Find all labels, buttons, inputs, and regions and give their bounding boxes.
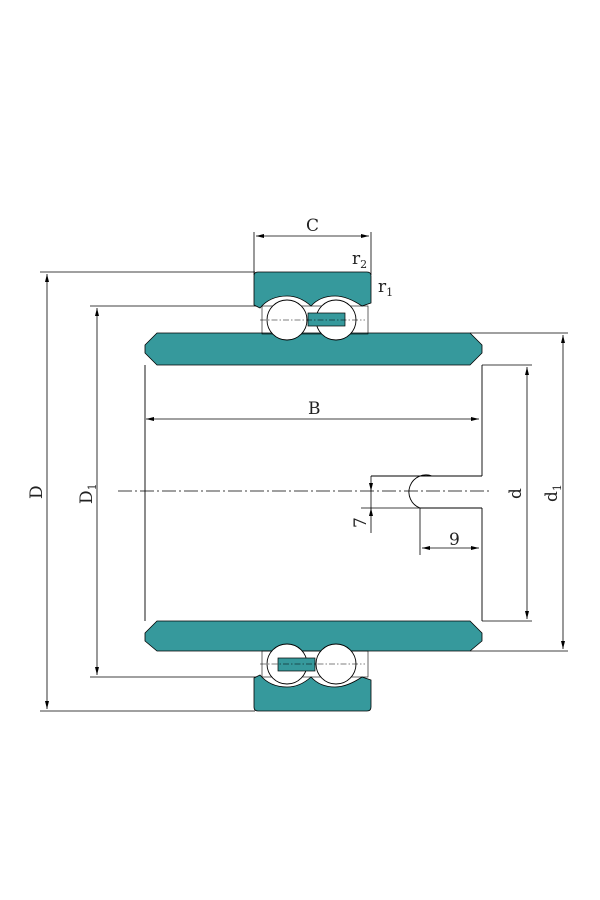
inner-ring-bottom-section — [144, 620, 483, 652]
label-B: B — [308, 399, 321, 419]
label-D1: D1 — [77, 483, 99, 504]
label-C: C — [306, 216, 319, 236]
label-D: D — [27, 485, 47, 499]
locking-groove — [371, 474, 482, 509]
outer-ring-top — [253, 271, 372, 309]
label-d: d — [506, 488, 526, 499]
extension-lines — [40, 232, 568, 712]
outer-ring-bottom — [253, 674, 372, 712]
label-7: 7 — [351, 517, 371, 528]
label-d1: d1 — [542, 484, 564, 502]
label-r1: r1 — [378, 277, 393, 299]
inner-ring-top-section — [144, 332, 483, 366]
label-9: 9 — [449, 530, 460, 550]
sleeve-body-outline — [144, 365, 483, 621]
cage-bottom — [277, 657, 316, 672]
label-r2: r2 — [352, 249, 367, 271]
cage-top — [307, 312, 346, 327]
ball-set-top — [260, 299, 369, 341]
dimension-lines — [45, 234, 565, 709]
ball-set-bottom — [260, 643, 369, 685]
